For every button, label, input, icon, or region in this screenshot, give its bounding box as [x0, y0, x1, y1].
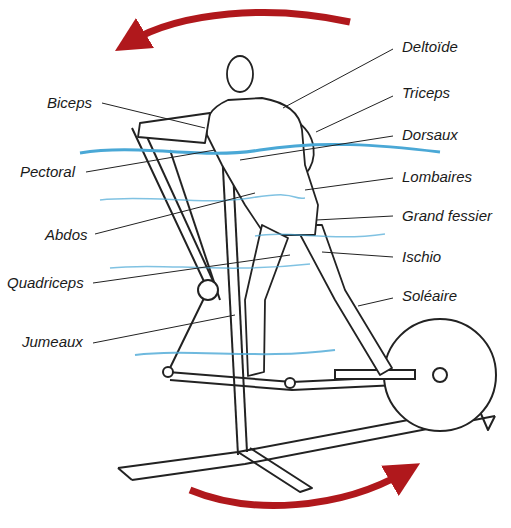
pivot: [285, 378, 295, 388]
pivot: [198, 280, 218, 300]
muscle-label: Deltoïde: [400, 38, 460, 56]
pivot: [163, 367, 173, 377]
muscle-label: Dorsaux: [400, 126, 460, 144]
muscle-label: Quadriceps: [5, 274, 86, 292]
muscle-label: Ischio: [400, 248, 443, 266]
muscle-label: Jumeaux: [20, 333, 85, 351]
muscle-label: Abdos: [43, 226, 90, 244]
muscle-label: Lombaires: [400, 168, 474, 186]
human-figure: [138, 56, 392, 376]
muscle-label: Pectoral: [18, 163, 77, 181]
muscle-label: Biceps: [45, 94, 94, 112]
motion-arrow: [190, 472, 405, 505]
motion-wave: [80, 144, 440, 355]
leader-line: [86, 49, 393, 343]
motion-arrow: [130, 12, 350, 42]
muscle-label: Soléaire: [400, 287, 459, 305]
muscle-label: Grand fessier: [400, 207, 494, 225]
muscle-label: Triceps: [400, 84, 452, 102]
pedal: [335, 370, 415, 379]
flywheel-hub: [433, 368, 447, 382]
